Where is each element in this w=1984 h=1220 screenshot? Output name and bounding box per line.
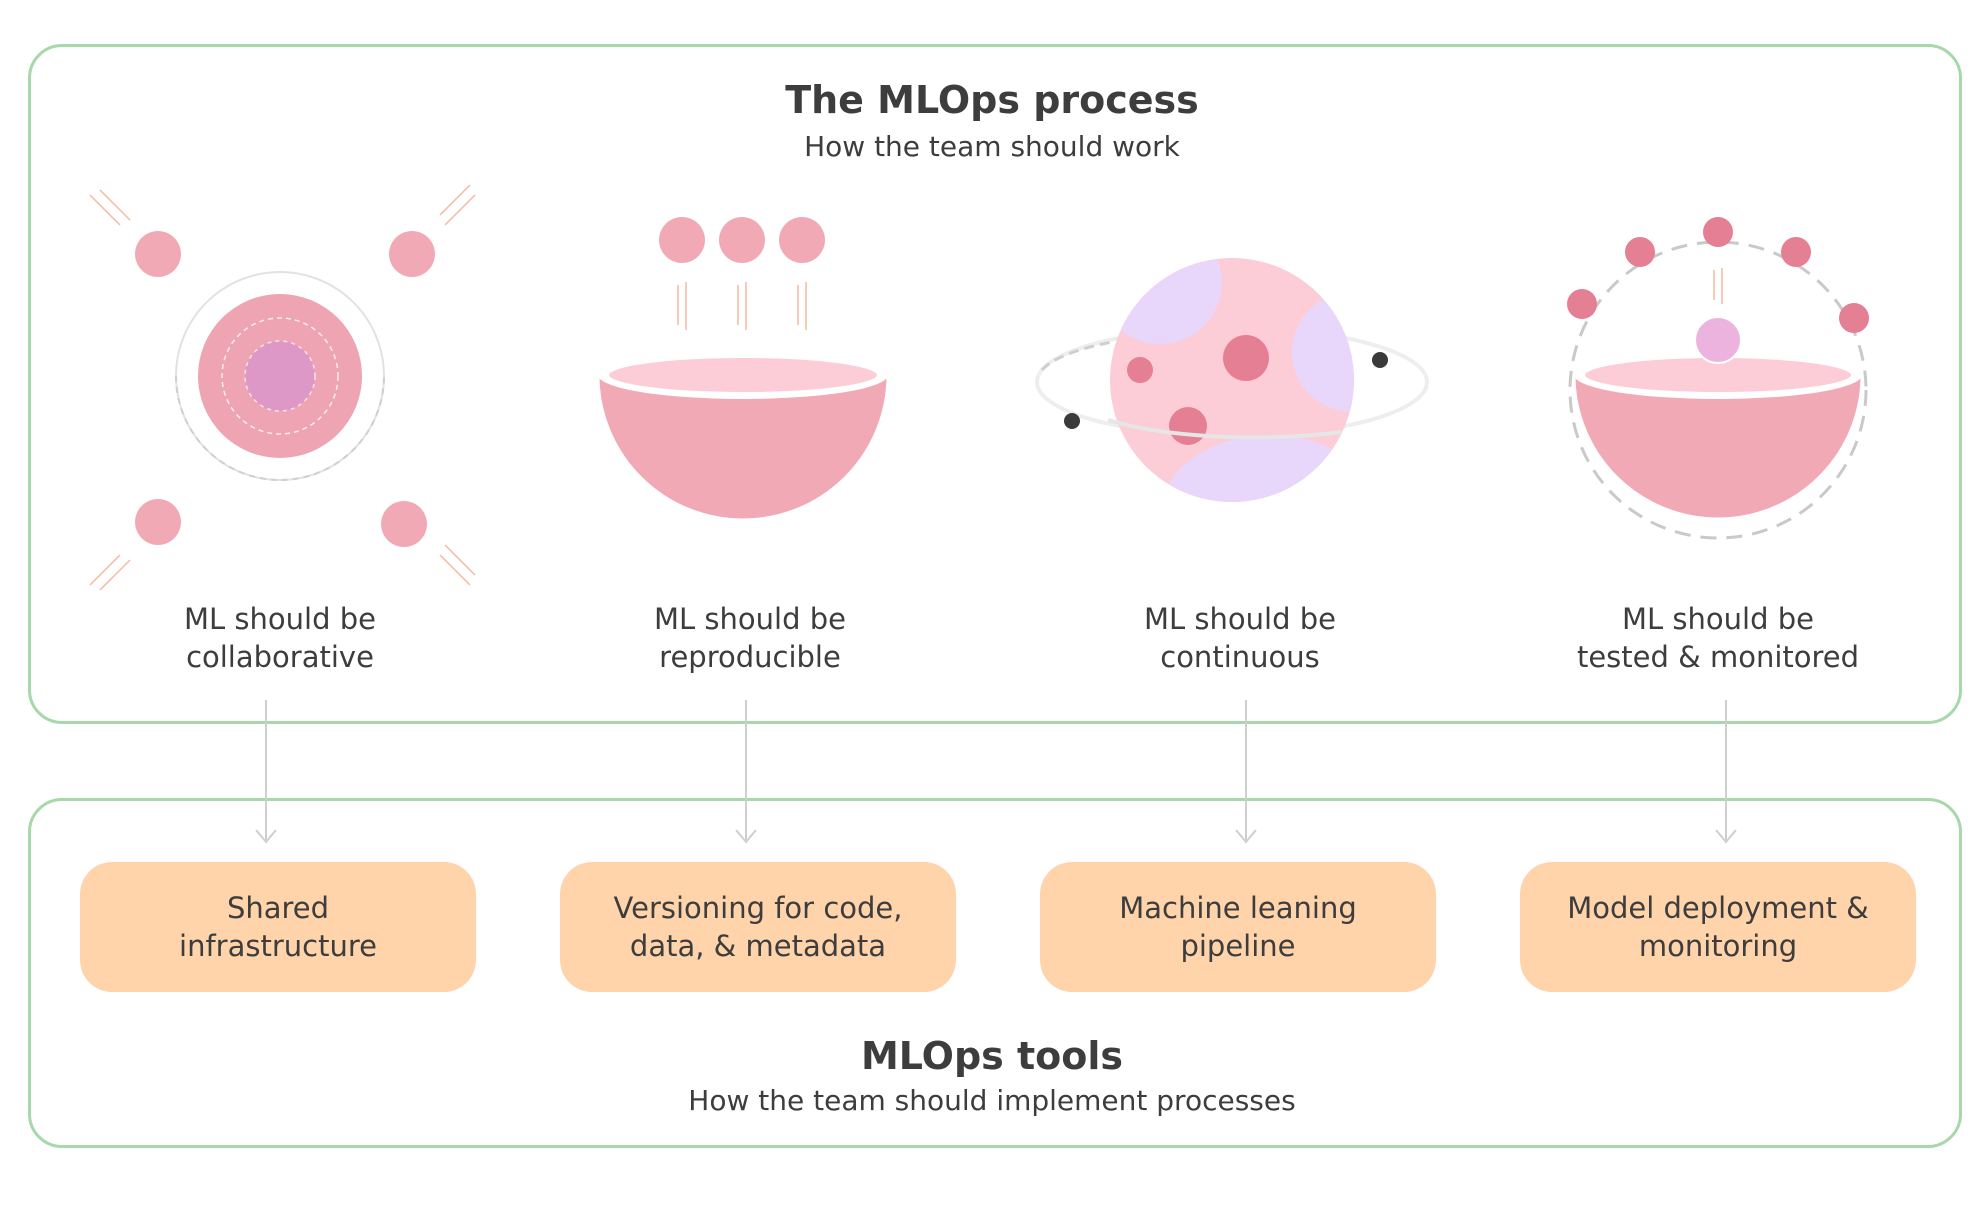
tools-panel (28, 798, 1962, 1148)
monitoring-orbit-icon (1567, 217, 1869, 540)
connector-arrow (1235, 700, 1257, 844)
tool-versioning: Versioning for code, data, & metadata (560, 862, 956, 992)
tool-shared-infrastructure: Shared infrastructure (80, 862, 476, 992)
connector-arrow (735, 700, 757, 844)
principle-collaborative: ML should be collaborative (184, 602, 376, 674)
tools-title: MLOps tools (860, 1034, 1124, 1078)
bowl-icon (596, 217, 890, 522)
process-title: The MLOps process (785, 78, 1199, 122)
process-subtitle: How the team should work (804, 130, 1180, 163)
principle-continuous: ML should be continuous (1144, 602, 1336, 674)
principle-tested-monitored: ML should be tested & monitored (1576, 602, 1860, 674)
planet-icon (1035, 258, 1429, 502)
connector-arrow (1715, 700, 1737, 844)
principle-reproducible: ML should be reproducible (654, 602, 846, 674)
tool-deployment-monitoring: Model deployment & monitoring (1520, 862, 1916, 992)
process-panel (28, 44, 1962, 724)
tools-subtitle: How the team should implement processes (688, 1084, 1296, 1117)
connector-arrow (255, 700, 277, 844)
tool-ml-pipeline: Machine leaning pipeline (1040, 862, 1436, 992)
collaboration-icon (89, 184, 476, 591)
